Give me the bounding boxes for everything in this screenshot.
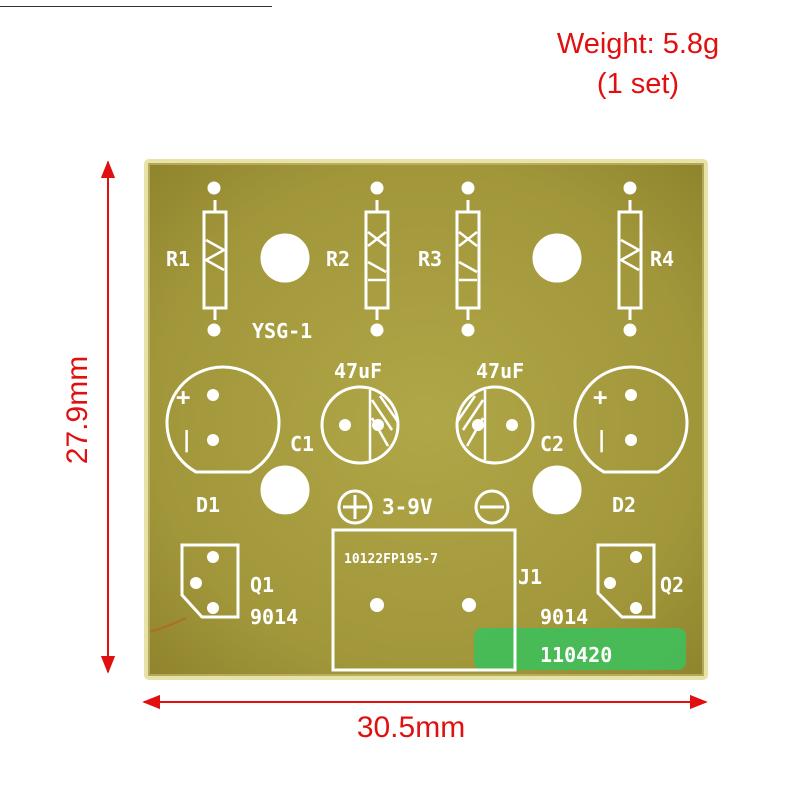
capacitor-c1-outline	[320, 385, 400, 465]
label-q1-part: 9014	[250, 605, 298, 629]
pad	[461, 323, 475, 337]
label-plus-left: +	[176, 383, 190, 411]
pad	[623, 323, 637, 337]
pad	[630, 602, 642, 614]
label-model: YSG-1	[252, 319, 312, 343]
label-j1: J1	[518, 565, 542, 589]
width-dimension-label: 30.5mm	[356, 711, 466, 744]
label-q2: Q2	[660, 573, 684, 597]
pad	[370, 598, 384, 612]
pad	[207, 389, 219, 401]
pad	[623, 181, 637, 195]
label-minus-left: |	[180, 428, 193, 453]
pad	[372, 419, 384, 431]
pad	[370, 181, 384, 195]
diode-d2-outline	[573, 365, 689, 474]
relay-j1-outline	[331, 528, 517, 672]
label-voltage: 3-9V	[382, 495, 433, 519]
label-q1: Q1	[250, 573, 274, 597]
green-patch	[474, 628, 686, 670]
pad	[462, 598, 476, 612]
power-minus-symbol	[474, 489, 510, 525]
label-r3: R3	[418, 247, 442, 271]
pcb-edge-highlight	[148, 163, 704, 676]
pad	[207, 602, 219, 614]
pad	[625, 434, 637, 446]
top-divider-line	[0, 6, 272, 7]
diode-d1-outline	[165, 365, 281, 474]
label-r1: R1	[166, 247, 190, 271]
pad	[506, 419, 518, 431]
pad	[461, 181, 475, 195]
label-cap-value-right: 47uF	[476, 359, 524, 383]
mounting-hole	[532, 233, 582, 283]
pcb-board	[144, 159, 708, 680]
mounting-hole	[532, 465, 582, 515]
capacitor-c2-outline	[455, 385, 535, 465]
label-plus-right: +	[593, 383, 607, 411]
pad	[604, 577, 616, 589]
label-c2: C2	[540, 432, 564, 456]
label-relay-part: 10122FP195-7	[344, 552, 438, 567]
pad	[207, 434, 219, 446]
pad	[207, 551, 219, 563]
label-q2-part: 9014	[540, 605, 588, 629]
pad	[370, 323, 384, 337]
power-plus-symbol	[337, 489, 373, 525]
copper-scratch	[149, 617, 187, 633]
pad	[625, 389, 637, 401]
transistor-q1-outline	[180, 543, 240, 619]
label-d1: D1	[196, 493, 220, 517]
label-r2: R2	[326, 247, 350, 271]
pad	[190, 577, 202, 589]
label-serial: 110420	[540, 643, 612, 667]
pad	[339, 419, 351, 431]
weight-annotation: Weight: 5.8g (1 set)	[498, 24, 778, 104]
weight-label: Weight: 5.8g	[556, 28, 720, 60]
label-d2: D2	[612, 493, 636, 517]
label-c1: C1	[290, 432, 314, 456]
mounting-hole	[260, 233, 310, 283]
transistor-q2-outline	[596, 543, 656, 619]
pad	[472, 419, 484, 431]
height-dimension-label: 27.9mm	[61, 355, 94, 465]
pad	[207, 323, 221, 337]
mounting-hole	[260, 465, 310, 515]
label-r4: R4	[650, 247, 674, 271]
set-count-label: (1 set)	[596, 68, 680, 100]
pad	[207, 181, 221, 195]
label-cap-value-left: 47uF	[334, 359, 382, 383]
label-minus-right: |	[595, 428, 608, 453]
pad	[630, 551, 642, 563]
